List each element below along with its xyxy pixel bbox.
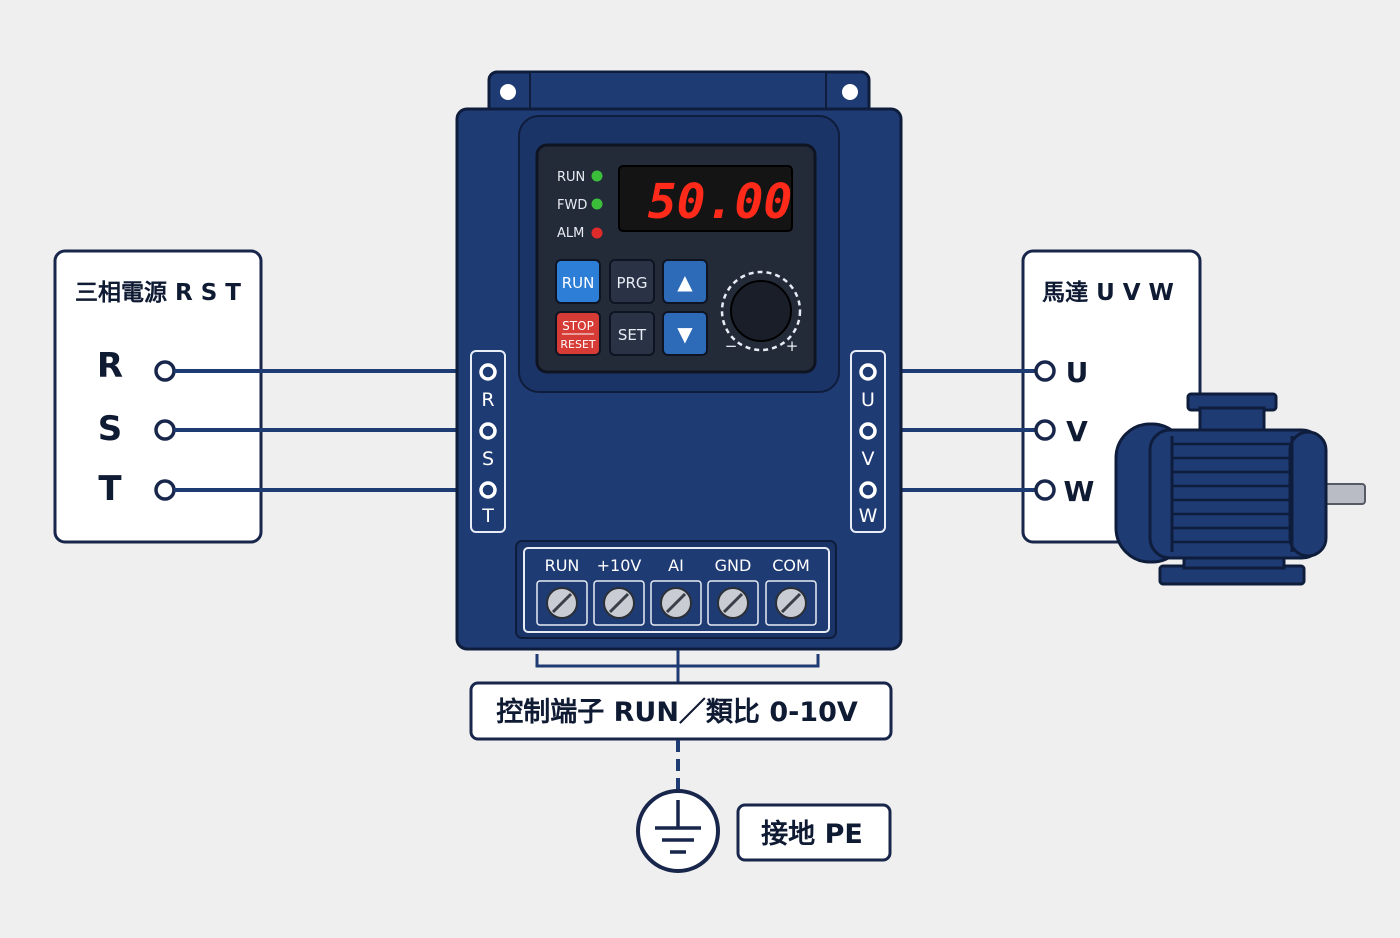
control-label-box: 控制端子 RUN／類比 0-10V [469, 681, 893, 741]
control-terminal-10v-label: +10V [597, 556, 642, 575]
prg-button[interactable]: PRG [609, 259, 655, 304]
control-terminal-block: RUN +10V AI GND COM [515, 540, 837, 639]
status-indicators: RUN FWD ALM [557, 170, 603, 241]
indicator-run-led [591, 170, 603, 182]
ground-label-text: 接地 PE [761, 819, 863, 850]
ground-label-box: 接地 PE [736, 803, 892, 862]
motor-terminal-w-node [1034, 479, 1056, 501]
knob-plus-label: + [786, 337, 799, 355]
control-terminal-run-label: RUN [545, 556, 580, 575]
input-r-label: R [481, 389, 494, 411]
frequency-display: 50.00 [618, 165, 793, 232]
input-t-label: T [481, 505, 494, 527]
control-terminal-gnd-label: GND [715, 556, 752, 575]
motor-terminal-w-label: W [1064, 475, 1095, 508]
knob-minus-label: − [725, 337, 738, 355]
input-s-screw [479, 422, 497, 440]
indicator-fwd-led [591, 198, 603, 210]
control-bracket [535, 650, 820, 684]
keypad: RUN PRG ▲ STOP RESET SET ▼ [555, 259, 708, 356]
input-wires [174, 369, 478, 492]
control-terminal-run-screw [536, 580, 588, 626]
up-arrow-icon: ▲ [677, 270, 693, 294]
input-t-screw [479, 481, 497, 499]
output-terminal-strip: U V W [850, 350, 886, 533]
set-button[interactable]: SET [609, 311, 655, 356]
input-terminal-strip: R S T [470, 350, 506, 533]
power-terminal-r-node [154, 360, 176, 382]
power-box-title: 三相電源 R S T [75, 280, 241, 306]
control-label-text: 控制端子 RUN／類比 0-10V [496, 697, 858, 728]
power-terminal-t-node [154, 479, 176, 501]
control-terminal-ai-label: AI [668, 556, 684, 575]
display-value: 50.00 [648, 174, 793, 230]
motor-box-title: 馬達 U V W [1042, 279, 1174, 306]
indicator-fwd-label: FWD [557, 198, 587, 213]
motor-icon [1114, 392, 1366, 586]
run-button[interactable]: RUN [555, 259, 601, 304]
mount-hole-left [500, 84, 516, 100]
input-r-screw [479, 363, 497, 381]
prg-button-label: PRG [616, 274, 647, 292]
motor-terminal-u-node [1034, 360, 1056, 382]
reset-label: RESET [560, 338, 596, 351]
set-button-label: SET [618, 326, 647, 344]
control-terminal-10v-screw [593, 580, 645, 626]
power-terminal-r-label: R [97, 346, 123, 386]
control-terminal-com-label: COM [772, 556, 810, 575]
stop-label: STOP [562, 319, 594, 333]
motor-terminal-u-label: U [1066, 356, 1089, 389]
output-u-screw [859, 363, 877, 381]
control-terminal-ai-screw [650, 580, 702, 626]
mount-hole-right [842, 84, 858, 100]
motor-terminals: U V W [1034, 356, 1095, 508]
motor-terminal-v-label: V [1066, 415, 1088, 448]
knob-dial[interactable] [730, 280, 792, 342]
output-wires [880, 369, 1036, 492]
speed-knob[interactable]: − + [720, 270, 802, 355]
input-s-label: S [482, 448, 494, 470]
ground-icon [636, 789, 720, 873]
power-supply-box: 三相電源 R S T R S T [53, 249, 263, 544]
output-w-label: W [859, 505, 878, 527]
control-terminal-com-screw [765, 580, 817, 626]
power-terminal-s-label: S [98, 409, 123, 449]
indicator-run-label: RUN [557, 170, 585, 185]
down-button[interactable]: ▼ [662, 311, 708, 356]
output-v-screw [859, 422, 877, 440]
control-terminal-gnd-screw [707, 580, 759, 626]
run-button-label: RUN [562, 274, 595, 292]
output-v-label: V [862, 448, 875, 470]
stop-reset-button[interactable]: STOP RESET [555, 311, 601, 356]
power-terminal-t-label: T [98, 469, 122, 509]
indicator-alm-label: ALM [557, 226, 584, 241]
up-button[interactable]: ▲ [662, 259, 708, 304]
power-terminal-s-node [154, 419, 176, 441]
output-u-label: U [861, 389, 875, 411]
motor-terminal-v-node [1034, 419, 1056, 441]
output-w-screw [859, 481, 877, 499]
indicator-alm-led [591, 227, 603, 239]
down-arrow-icon: ▼ [677, 322, 693, 346]
